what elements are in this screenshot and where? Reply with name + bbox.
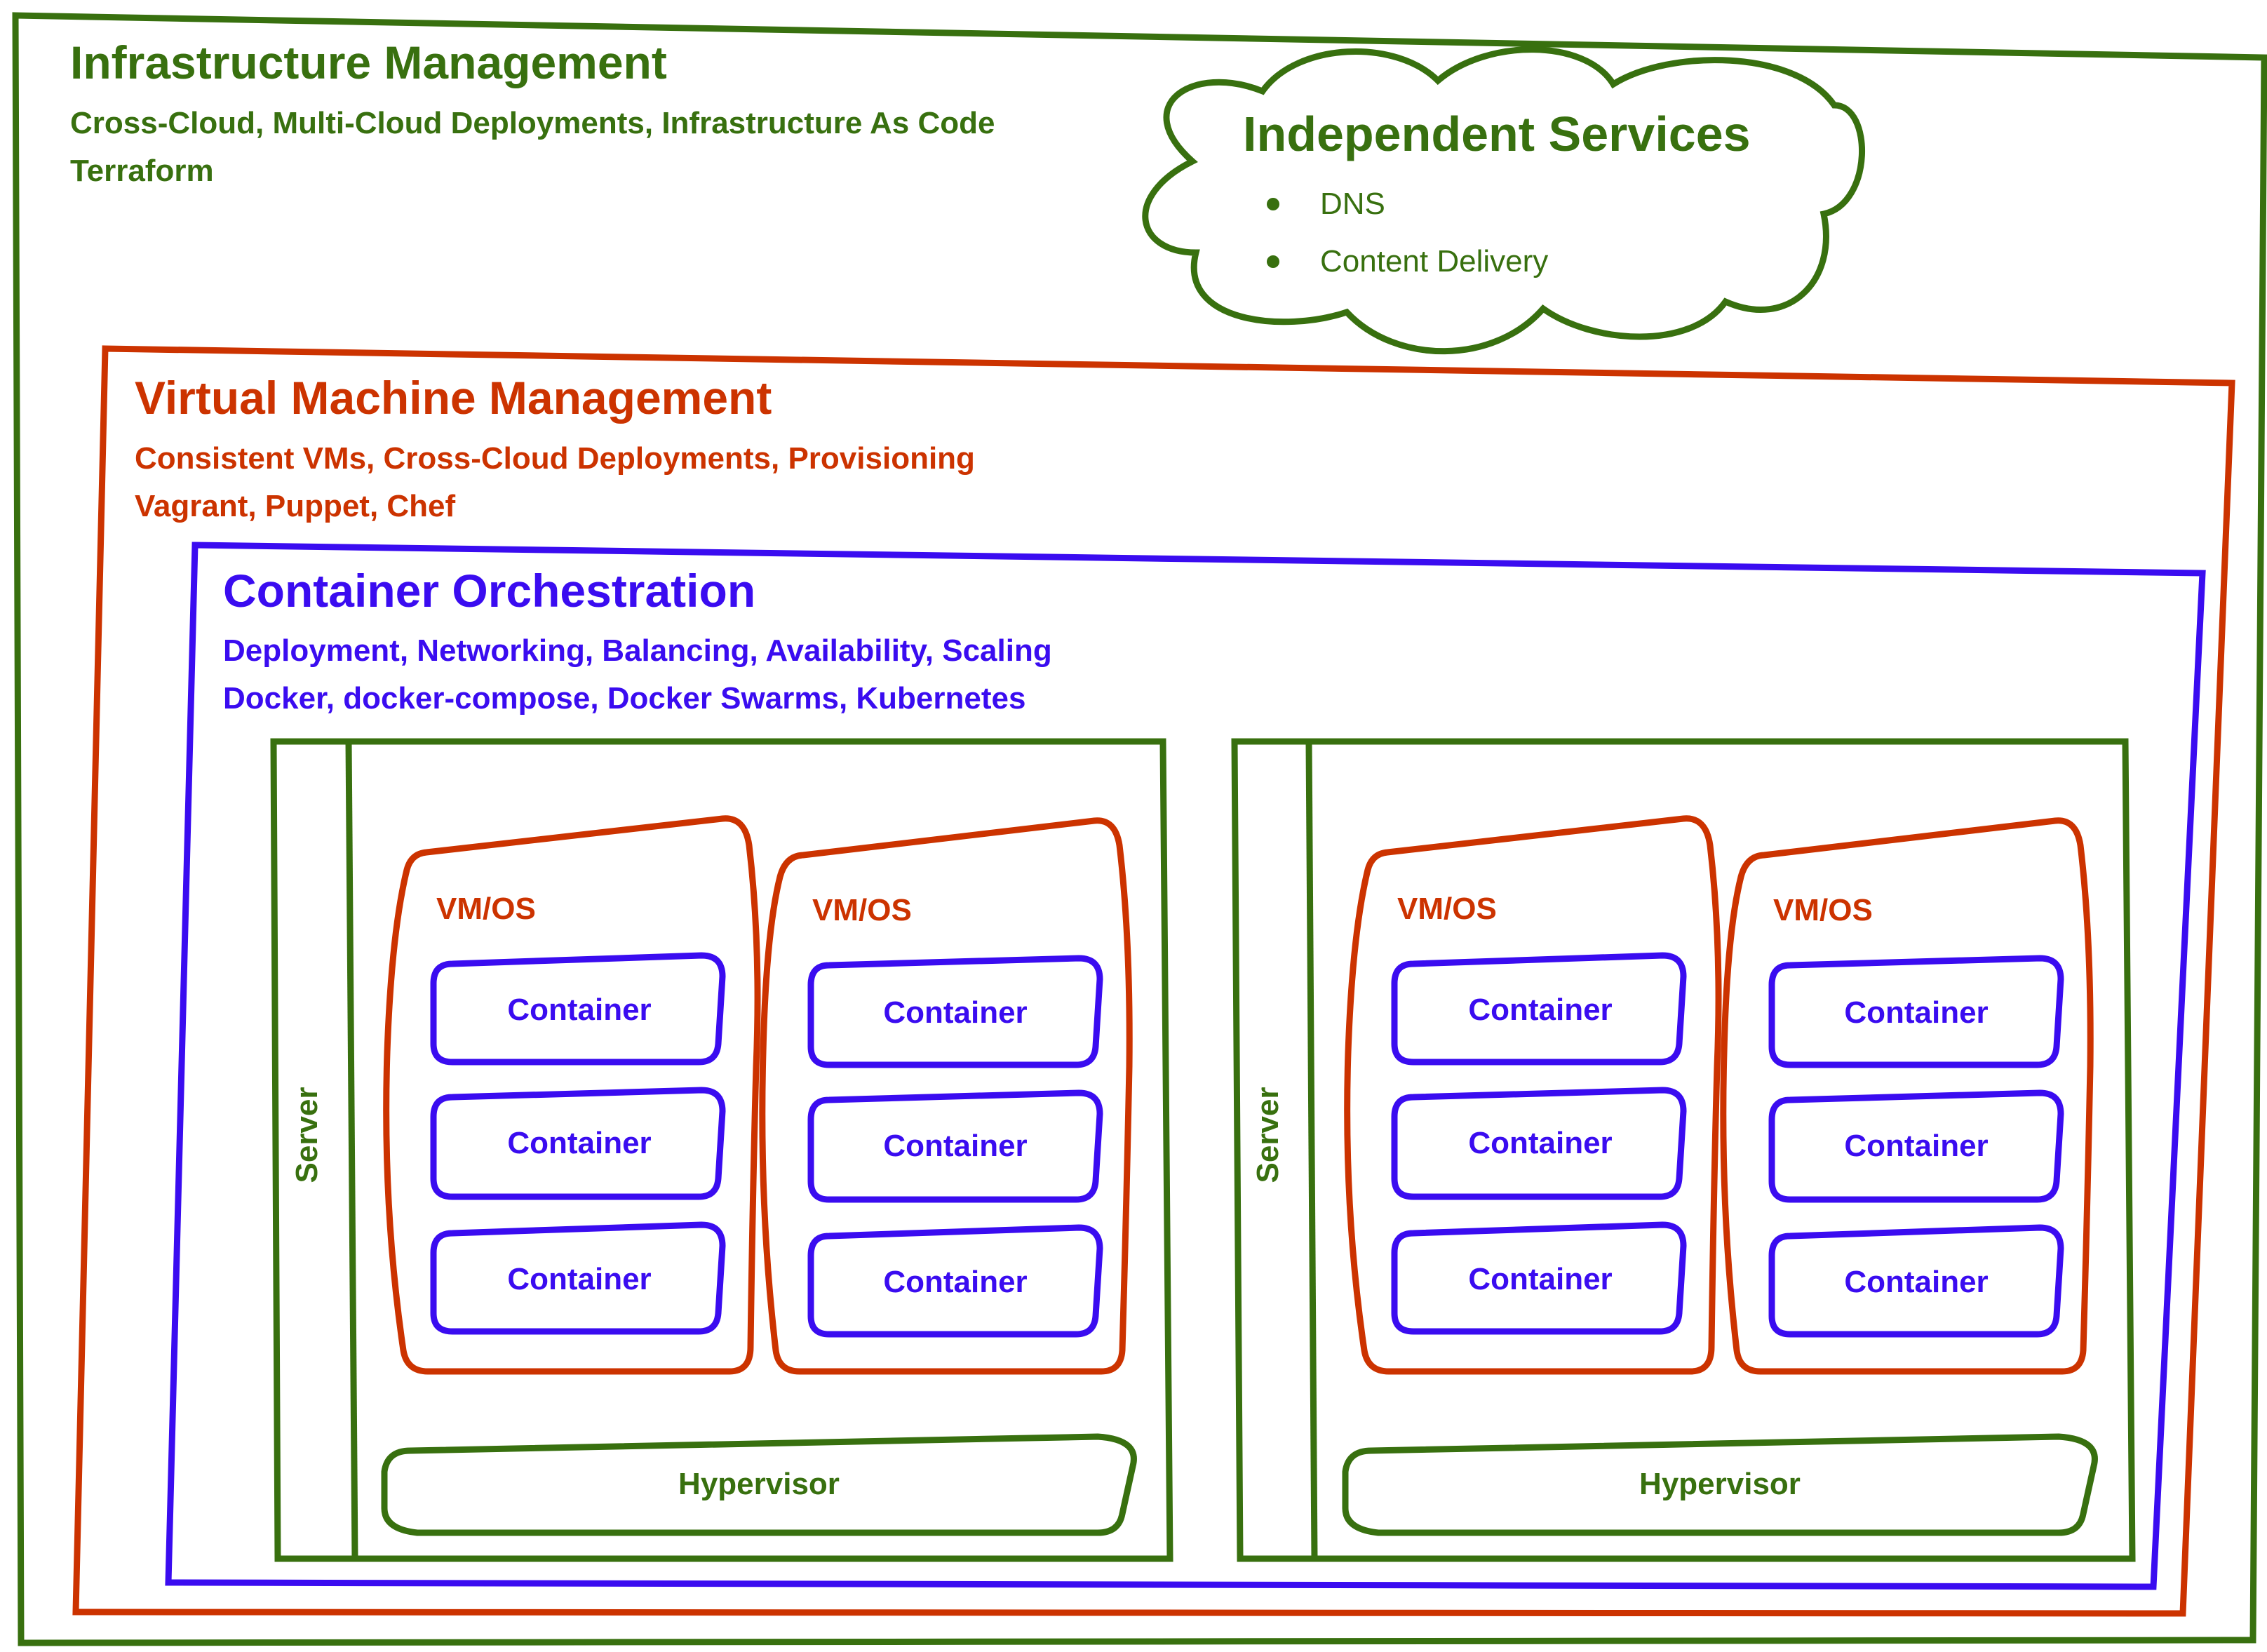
container-label: Container [1468,1262,1612,1296]
container-box [1768,955,2064,1068]
hypervisor-label: Hypervisor [678,1467,840,1501]
container-box [430,1087,726,1200]
container-label: Container [1844,1129,1988,1163]
container-orchestration-subtitle: Deployment, Networking, Balancing, Avail… [223,633,1052,668]
container-box [1391,952,1687,1066]
container-label: Container [883,995,1027,1030]
container-label: Container [507,993,651,1027]
independent-services-cloud [1142,46,1866,355]
vm-frame [1344,815,1722,1375]
bullet-icon [1267,198,1279,210]
service-item-dns: DNS [1320,187,1385,221]
bullet-icon [1267,255,1279,268]
infrastructure-title: Infrastructure Management [70,36,667,88]
container-orchestration-title: Container Orchestration [223,565,755,617]
vm-frame [383,815,761,1375]
hypervisor-bar [381,1433,1137,1536]
container-label: Container [883,1129,1027,1163]
server-block: Server VM/OS Container Container Contain… [1231,738,2136,1562]
container-label: Container [1468,1126,1612,1160]
server-divider [345,741,358,1559]
container-box [1391,1087,1687,1200]
service-item-content-delivery: Content Delivery [1320,244,1548,278]
container-box [807,1089,1103,1203]
container-label: Container [1468,993,1612,1027]
container-label: Container [883,1265,1027,1299]
server-label: Server [1251,1087,1285,1183]
server-divider [1305,741,1318,1559]
server-frame [1231,738,2136,1562]
hypervisor-label: Hypervisor [1639,1467,1801,1501]
container-label: Container [507,1262,651,1296]
infrastructure-frame [12,12,2267,1646]
container-box [807,1224,1103,1338]
server-frame [270,738,1173,1562]
vm-label: VM/OS [1397,892,1497,926]
infrastructure-tools: Terraform [70,154,214,188]
infrastructure-subtitle: Cross-Cloud, Multi-Cloud Deployments, In… [70,106,995,140]
vm-management-frame [72,345,2235,1617]
container-box [1768,1224,2064,1338]
container-box [807,955,1103,1068]
vm-management-title: Virtual Machine Management [135,372,772,424]
independent-services-title: Independent Services [1243,107,1751,161]
server-label: Server [290,1087,324,1183]
container-orchestration-frame [165,542,2206,1590]
vm-management-tools: Vagrant, Puppet, Chef [135,489,456,523]
vm-frame [759,817,1133,1375]
container-box [1391,1221,1687,1335]
container-box [1768,1089,2064,1203]
vm-management-subtitle: Consistent VMs, Cross-Cloud Deployments,… [135,441,975,476]
container-box [430,1221,726,1335]
hypervisor-bar [1342,1433,2098,1536]
vm-frame [1720,817,2094,1375]
container-orchestration-tools: Docker, docker-compose, Docker Swarms, K… [223,681,1025,716]
container-box [430,952,726,1066]
container-label: Container [1844,1265,1988,1299]
vm-label: VM/OS [1773,893,1873,927]
container-label: Container [507,1126,651,1160]
vm-label: VM/OS [436,892,536,926]
container-label: Container [1844,995,1988,1030]
server-block: Server VM/OS Container Container Contain… [270,738,1173,1562]
vm-label: VM/OS [812,893,912,927]
